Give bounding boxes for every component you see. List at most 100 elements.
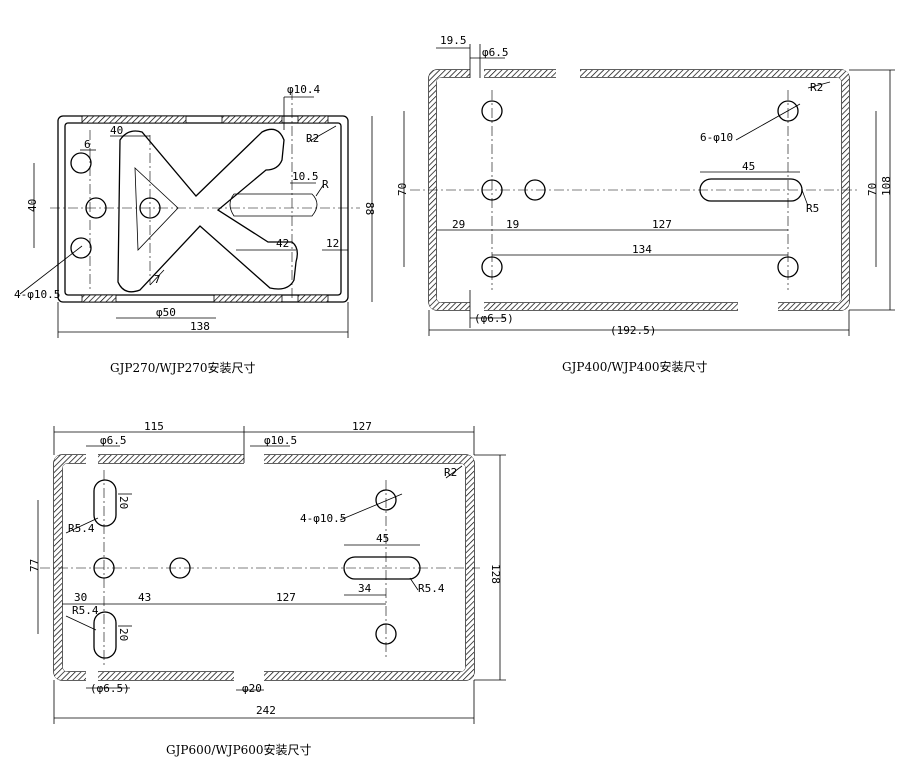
gjp600-dim-phi20: φ20 [242,682,262,695]
gjp600-dim-43: 43 [138,591,151,604]
gjp270-leader-r [315,183,325,197]
gjp400-leader-r5 [801,189,809,207]
gjp600-leader-r54a [65,517,99,534]
gjp400-hole-4 [481,256,503,278]
gjp600-dim-4phi105: 4-φ10.5 [300,512,346,525]
gjp400-hole-3 [524,179,546,201]
gjp600-slot-bottom [93,611,117,659]
gjp600-hole-2 [169,557,191,579]
gjp600-dim-34: 34 [358,582,372,595]
gjp600-leader-4phi105 [339,493,403,521]
gjp270-leader-r2 [307,125,337,143]
gjp600-dim-127mid: 127 [276,591,296,604]
gjp600-opening-top-2 [244,454,264,464]
gjp600-leader-r2 [445,465,463,479]
gjp270-leader-7 [149,269,165,286]
gjp400-drawing: 19.5 φ6.5 R2 6-φ10 45 70 70 108 R5 29 19… [396,34,895,337]
gjp400-dim-70right: 70 [866,183,879,196]
gjp270-hatch-top-3 [297,115,329,124]
gjp600-dim-r54c: R5.4 [418,582,445,595]
gjp270-inner-outline [64,122,342,296]
gjp270-drawing: φ10.4 R2 40 6 40 10.5 R 88 42 12 7 4-φ10… [14,83,376,338]
gjp270-dim-42: 42 [276,237,289,250]
gjp400-dim-70left: 70 [396,183,409,196]
gjp600-leader-r54b [65,615,97,631]
caption-gjp400: GJP400/WJP400安装尺寸 [562,359,708,374]
gjp400-hole-1 [481,100,503,122]
gjp270-x-rib-outer [117,128,298,293]
gjp600-dim-127top: 127 [352,420,372,433]
gjp600-slot-horizontal [343,556,421,580]
gjp400-hole-6 [777,256,799,278]
gjp600-dim-77: 77 [28,559,41,572]
gjp270-dim-138: 138 [190,320,210,333]
gjp600-dim-phi65: φ6.5 [100,434,127,447]
gjp400-dim-r5: R5 [806,202,819,215]
gjp400-dim-108: 108 [880,176,893,196]
gjp600-hole-3 [375,489,397,511]
gjp400-opening-bot-1 [470,302,484,311]
gjp400-dim-127: 127 [652,218,672,231]
gjp600-dim-phi65b: (φ6.5) [90,682,130,695]
gjp600-dim-115: 115 [144,420,164,433]
gjp400-dim-134: 134 [632,243,652,256]
gjp600-hole-4 [375,623,397,645]
gjp270-dim-phi50: φ50 [156,306,176,319]
gjp270-hole-bl [70,237,92,259]
gjp270-hole-tl [70,152,92,174]
gjp600-hole-1 [93,557,115,579]
gjp270-hatch-bot-3 [297,294,329,303]
gjp600-opening-bot-2 [234,671,264,681]
gjp400-hole-2 [481,179,503,201]
gjp600-dim-242: 242 [256,704,276,717]
gjp600-opening-bot-1 [86,671,98,681]
gjp400-dim-19: 19 [506,218,519,231]
gjp270-dim-12: 12 [326,237,339,250]
gjp400-dim-6phi10: 6-φ10 [700,131,733,144]
gjp270-hatch-top-2 [221,115,283,124]
gjp400-dim-r2: R2 [810,81,823,94]
gjp270-dim-r2: R2 [306,132,319,145]
gjp400-dim-195: 19.5 [440,34,467,47]
gjp600-dim-45: 45 [376,532,389,545]
gjp270-slot [229,193,318,217]
gjp600-dim-r54b: R5.4 [72,604,99,617]
caption-gjp270: GJP270/WJP270安装尺寸 [110,360,256,375]
gjp600-dim-phi105: φ10.5 [264,434,297,447]
gjp600-leader-r54c [409,577,419,591]
gjp270-dim-phi104: φ10.4 [287,83,320,96]
gjp400-slot [699,178,803,202]
gjp270-dim-6: 6 [84,138,91,151]
caption-gjp600: GJP600/WJP600安装尺寸 [166,742,312,757]
gjp270-dim-88: 88 [363,202,376,215]
gjp400-dim-phi65: φ6.5 [482,46,509,59]
gjp400-leader-r2 [807,81,831,89]
gjp600-dim-30: 30 [74,591,87,604]
gjp600-hatch-wall [54,455,474,680]
gjp270-hatch-bot-1 [81,294,117,303]
gjp270-x-rib-inner-left [134,167,179,251]
gjp400-hole-5 [777,100,799,122]
gjp600-drawing: 115 127 φ6.5 φ10.5 R2 20 R5.4 4-φ10.5 45… [28,420,506,724]
gjp600-dim-r54a: R5.4 [68,522,95,535]
gjp400-opening-bot-2 [738,302,778,311]
gjp270-outer-outline [57,115,349,303]
gjp600-opening-top-1 [86,454,98,464]
gjp400-leader-6phi10 [735,103,801,141]
gjp270-dim-40top: 40 [110,124,123,137]
gjp400-dim-1925: (192.5) [610,324,656,337]
gjp600-dim-128: 128 [489,564,502,584]
gjp600-outer-outline [53,454,475,681]
gjp270-hole-center [139,197,161,219]
gjp270-hatch-bot-2 [213,294,283,303]
gjp600-dim-20a: 20 [117,496,130,509]
gjp270-dim-4phi105: 4-φ10.5 [14,288,60,301]
gjp400-opening-top-1 [470,69,484,78]
gjp600-dim-20b: 20 [117,628,130,641]
gjp400-dim-phi65b: (φ6.5) [474,312,514,325]
gjp400-dim-29: 29 [452,218,465,231]
gjp270-dim-40left: 40 [26,199,39,212]
gjp600-dim-r2: R2 [444,466,457,479]
gjp270-hatch-top-1 [81,115,187,124]
